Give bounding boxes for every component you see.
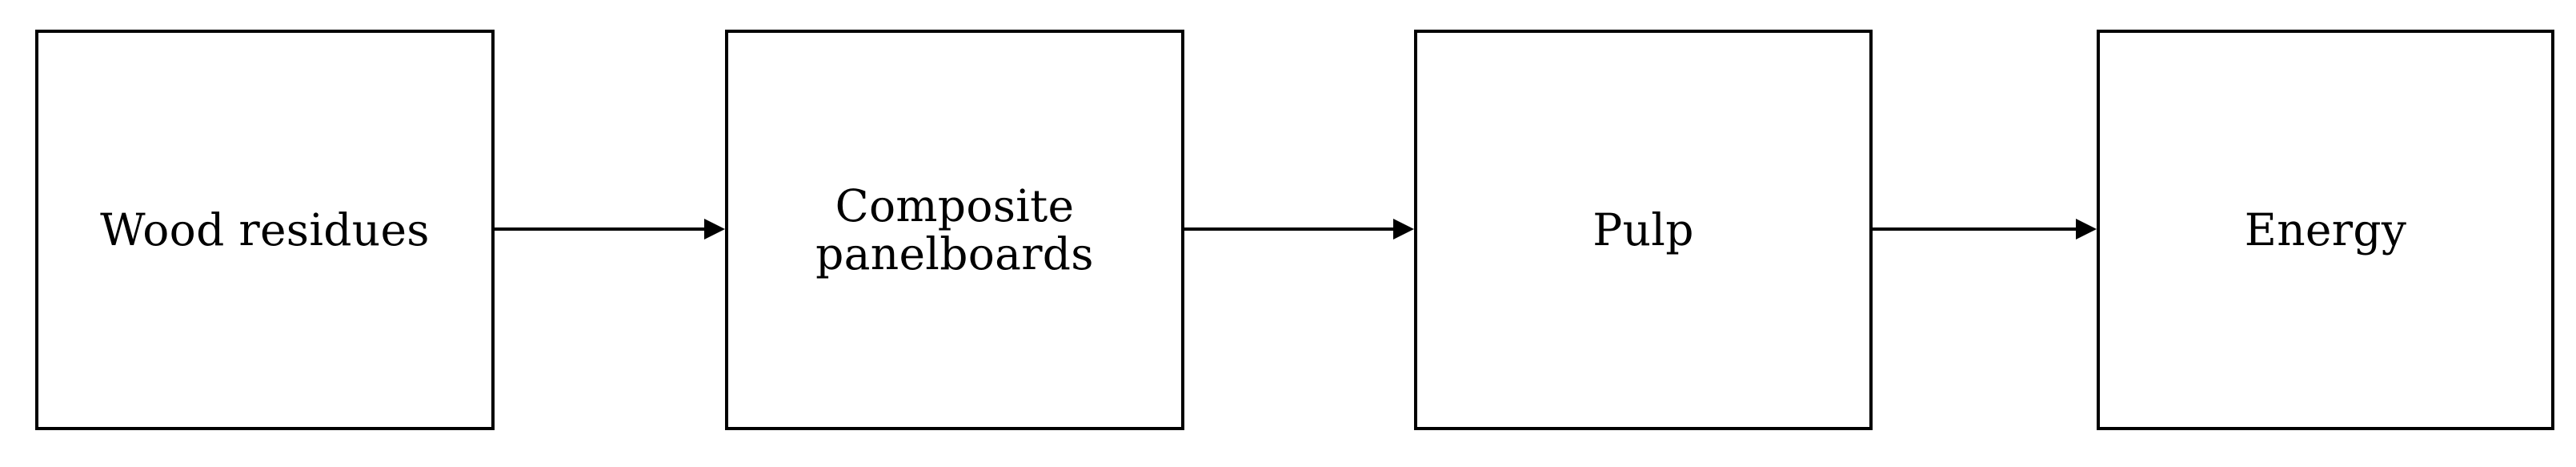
flow-node-label: Pulp xyxy=(1592,204,1694,256)
flow-arrow-wood-residues-to-composite-panelboards xyxy=(495,219,725,240)
flow-node-composite-panelboards: Composite panelboards xyxy=(725,30,1184,430)
arrow-head-icon xyxy=(1393,219,1414,240)
arrow-shaft xyxy=(1873,227,2079,231)
arrow-head-icon xyxy=(2076,219,2097,240)
flow-node-pulp: Pulp xyxy=(1414,30,1873,430)
flow-node-energy: Energy xyxy=(2097,30,2554,430)
flow-arrow-composite-panelboards-to-pulp xyxy=(1184,219,1414,240)
arrow-head-icon xyxy=(704,219,725,240)
arrow-shaft xyxy=(1184,227,1396,231)
flow-arrow-pulp-to-energy xyxy=(1873,219,2097,240)
flow-node-label: Energy xyxy=(2244,204,2407,256)
arrow-shaft xyxy=(495,227,707,231)
flow-node-label: Composite panelboards xyxy=(815,180,1094,280)
flow-node-label: Wood residues xyxy=(100,204,430,256)
flow-node-wood-residues: Wood residues xyxy=(35,30,495,430)
